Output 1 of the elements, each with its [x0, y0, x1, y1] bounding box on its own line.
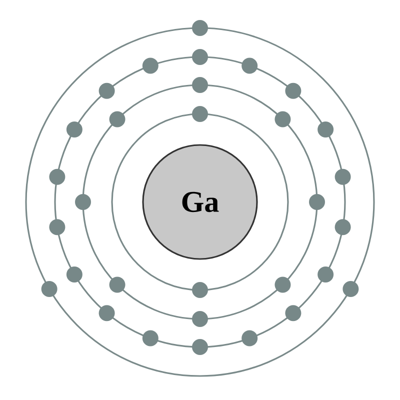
nucleus: Ga	[142, 144, 258, 260]
